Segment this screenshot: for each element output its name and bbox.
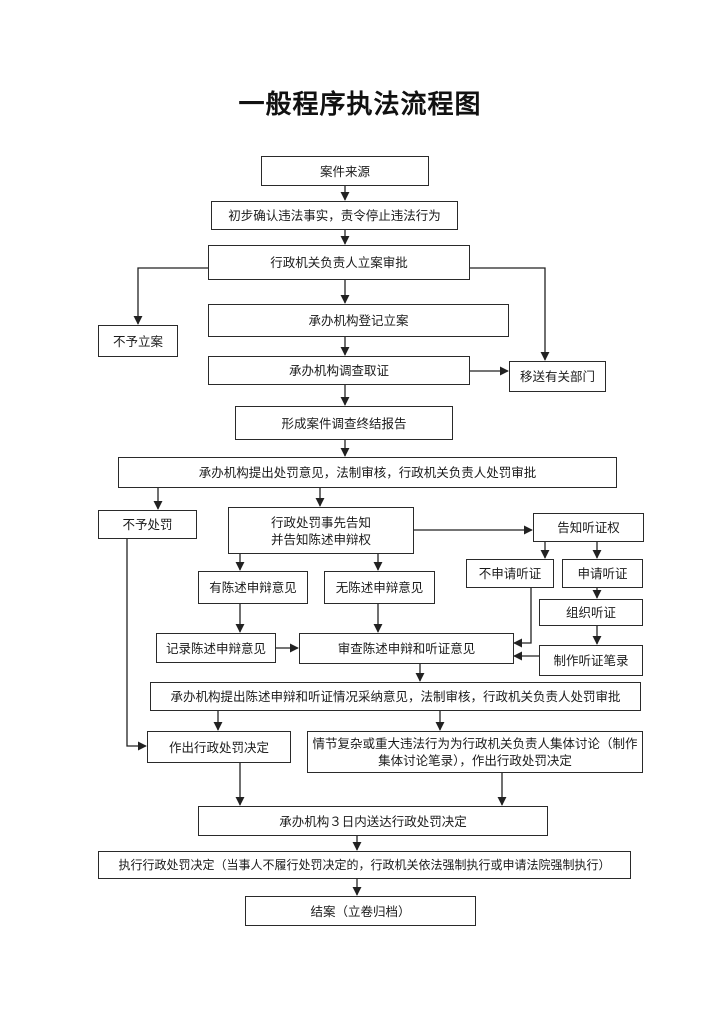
node-investigate: 承办机构调查取证 xyxy=(208,356,470,385)
arrow-approval-to-transfer xyxy=(470,267,550,361)
node-has-defense: 有陈述申辩意见 xyxy=(198,571,308,604)
node-adoption-opinion: 承办机构提出陈述申辩和听证情况采纳意见，法制审核，行政机关负责人处罚审批 xyxy=(150,682,641,711)
node-hearing-right: 告知听证权 xyxy=(533,513,644,542)
node-deliver-decision: 承办机构３日内送达行政处罚决定 xyxy=(198,806,548,836)
arrow-approval-to-no-filing xyxy=(133,267,208,325)
page-title: 一般程序执法流程图 xyxy=(238,90,482,120)
node-collective-line1: 情节复杂或重大违法行为为行政机关负责人集体讨论（制作 xyxy=(312,736,638,751)
arrow-no-request-to-review xyxy=(513,588,532,648)
node-collective-decision: 情节复杂或重大违法行为为行政机关负责人集体讨论（制作 集体讨论笔录），作出行政处… xyxy=(307,731,643,773)
node-no-filing: 不予立案 xyxy=(98,325,178,357)
node-no-penalty: 不予处罚 xyxy=(98,510,197,539)
node-hearing-request: 申请听证 xyxy=(562,559,643,588)
node-transfer-dept: 移送有关部门 xyxy=(509,361,606,392)
node-case-source: 案件来源 xyxy=(261,156,429,186)
node-penalty-opinion: 承办机构提出处罚意见，法制审核，行政机关负责人处罚审批 xyxy=(118,457,617,488)
node-review-defense: 审查陈述申辩和听证意见 xyxy=(299,633,514,664)
node-collective-line2: 集体讨论笔录），作出行政处罚决定 xyxy=(378,753,572,768)
node-make-decision: 作出行政处罚决定 xyxy=(147,731,291,763)
node-register-case: 承办机构登记立案 xyxy=(208,304,509,337)
node-execute-decision: 执行行政处罚决定（当事人不履行处罚决定的，行政机关依法强制执行或申请法院强制执行… xyxy=(98,851,631,879)
node-record-defense: 记录陈述申辩意见 xyxy=(156,633,276,663)
node-filing-approval: 行政机关负责人立案审批 xyxy=(208,245,470,280)
node-prior-notice-line2: 并告知陈述申辩权 xyxy=(270,531,371,547)
node-prior-notice-line1: 行政处罚事先告知 xyxy=(270,514,371,530)
arrow-no-penalty-to-decision xyxy=(126,539,147,751)
node-prior-notice: 行政处罚事先告知 并告知陈述申辩权 xyxy=(228,507,414,554)
node-organize-hearing: 组织听证 xyxy=(539,599,643,626)
node-confirm-violation: 初步确认违法事实，责令停止违法行为 xyxy=(211,201,458,230)
node-no-defense: 无陈述申辩意见 xyxy=(324,571,435,604)
node-no-hearing-request: 不申请听证 xyxy=(466,559,554,588)
node-hearing-transcript: 制作听证笔录 xyxy=(539,645,643,676)
node-close-case: 结案（立卷归档） xyxy=(245,896,476,926)
node-final-report: 形成案件调查终结报告 xyxy=(235,406,453,440)
